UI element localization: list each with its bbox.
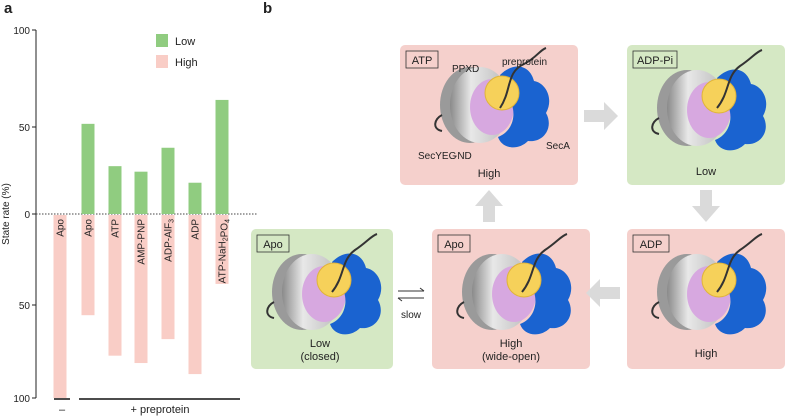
category-labels: Apo Apo ATP AMP-PNP ADP-AlF3 ADP ATP-NaH2PO4 bbox=[56, 219, 232, 284]
state-box-adp-pi: ADP-Pi Low bbox=[627, 45, 785, 185]
bar-low bbox=[215, 99, 229, 214]
slow-label: slow bbox=[401, 310, 422, 321]
state-tag: ADP-Pi bbox=[637, 55, 673, 67]
bar-low bbox=[81, 123, 95, 214]
preprotein-label: preprotein bbox=[502, 57, 547, 68]
bar-high bbox=[134, 215, 148, 364]
legend: Low High bbox=[156, 34, 198, 69]
state-tag: ATP bbox=[412, 55, 433, 67]
arrow-up bbox=[475, 190, 503, 222]
category-label: ATP-NaH2PO4 bbox=[218, 219, 232, 283]
bars bbox=[53, 99, 229, 398]
bar-high bbox=[53, 215, 67, 398]
y-tick-label: 50 bbox=[19, 123, 31, 134]
state-box-apo-wide-open: Apo High(wide-open) bbox=[432, 229, 590, 369]
bar-low bbox=[161, 147, 175, 214]
y-tick-label: 0 bbox=[24, 210, 30, 221]
seca-label: SecA bbox=[546, 141, 570, 152]
state-tag: Apo bbox=[263, 239, 283, 251]
group-label-minus: – bbox=[59, 404, 66, 416]
state-caption: Low bbox=[696, 166, 716, 178]
bar-high bbox=[81, 215, 95, 316]
bar-high bbox=[188, 215, 202, 375]
state-caption: High(wide-open) bbox=[482, 338, 540, 363]
category-label: Apo bbox=[56, 219, 67, 237]
category-label: Apo bbox=[84, 219, 95, 237]
y-axis-label: State rate (%) bbox=[1, 183, 12, 245]
bar-high bbox=[108, 215, 122, 356]
legend-label-high: High bbox=[175, 57, 198, 69]
state-box-atp: ATP PPXD preprotein SecYEG -ND SecA High bbox=[400, 45, 578, 185]
y-axis bbox=[32, 29, 37, 399]
bar-low bbox=[134, 171, 148, 214]
y-tick-label: 100 bbox=[13, 26, 30, 37]
y-tick-label: 100 bbox=[13, 394, 30, 405]
state-caption: High bbox=[478, 168, 501, 180]
state-tag: Apo bbox=[444, 239, 464, 251]
state-box-apo-closed: Apo Low(closed) bbox=[251, 229, 393, 369]
arrow-left bbox=[586, 279, 620, 307]
bar-high bbox=[161, 215, 175, 340]
state-caption: Low(closed) bbox=[300, 338, 339, 363]
bar-high bbox=[215, 215, 229, 284]
category-label: ADP-AlF3 bbox=[164, 219, 176, 262]
category-label: ADP bbox=[191, 219, 202, 240]
panel-a-letter: a bbox=[4, 0, 13, 17]
bar-low bbox=[108, 166, 122, 214]
transition-arrows bbox=[475, 102, 720, 307]
state-box-adp: ADP High bbox=[627, 229, 785, 369]
legend-swatch-low bbox=[156, 34, 168, 47]
legend-label-low: Low bbox=[175, 36, 195, 48]
nd-label: -ND bbox=[454, 151, 472, 162]
state-caption: High bbox=[695, 348, 718, 360]
category-label: AMP-PNP bbox=[137, 219, 148, 265]
ppxd-label: PPXD bbox=[452, 64, 479, 75]
panel-b-letter: b bbox=[263, 0, 272, 17]
y-tick-label: 50 bbox=[19, 301, 31, 312]
secyeg-label: SecYEG bbox=[418, 151, 457, 162]
group-label-preprotein: + preprotein bbox=[130, 404, 189, 416]
equilibrium-arrows bbox=[397, 287, 425, 302]
state-tag: ADP bbox=[640, 239, 663, 251]
arrow-right bbox=[584, 102, 618, 130]
legend-swatch-high bbox=[156, 55, 168, 68]
category-label: ATP bbox=[111, 219, 122, 238]
arrow-down bbox=[692, 190, 720, 222]
bar-low bbox=[188, 182, 202, 214]
